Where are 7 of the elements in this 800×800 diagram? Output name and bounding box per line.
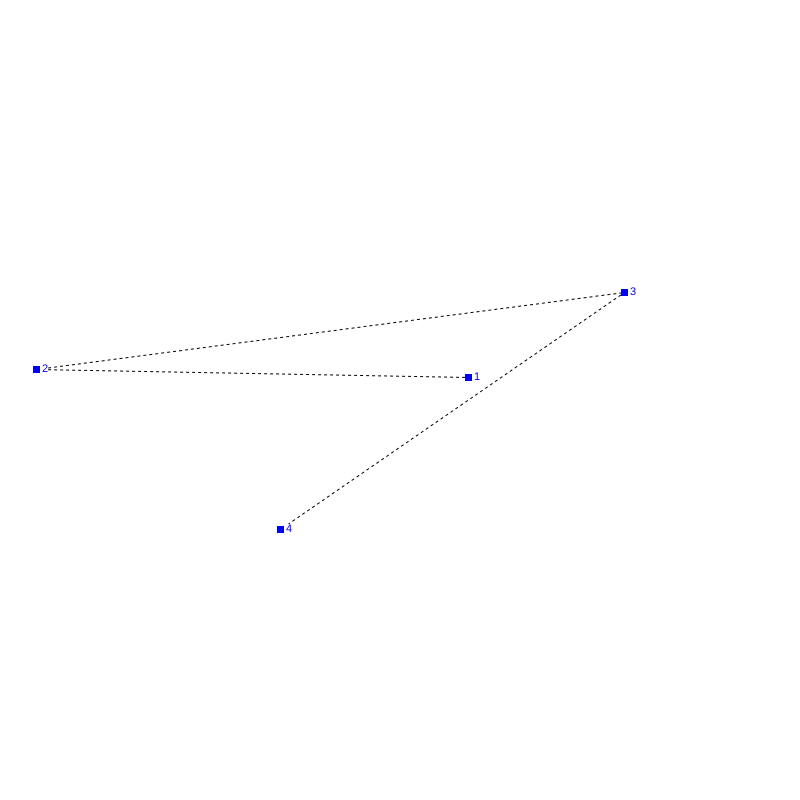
node-number: 4 xyxy=(286,524,292,535)
node-number: 3 xyxy=(630,287,636,298)
node-number: 2 xyxy=(42,364,48,375)
node-number: 1 xyxy=(474,372,480,383)
dashed-line xyxy=(48,369,466,378)
dashed-line xyxy=(288,294,622,524)
dashed-line xyxy=(48,292,622,368)
